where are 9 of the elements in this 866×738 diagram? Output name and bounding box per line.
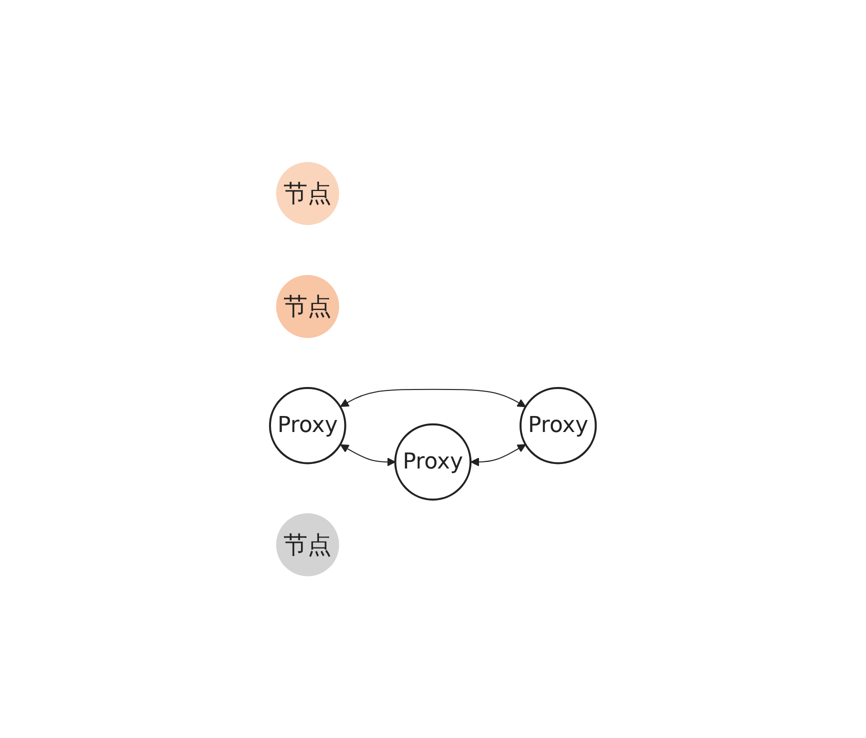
- arrow: [340, 444, 396, 466]
- node-circle: 节点: [276, 274, 340, 338]
- node-circle: Proxy: [394, 423, 472, 500]
- node-circle: Proxy: [269, 386, 346, 464]
- node-circle: 节点: [276, 513, 340, 576]
- arrow: [470, 444, 526, 466]
- node-circle: 节点: [276, 162, 340, 225]
- arrow: [340, 388, 526, 408]
- node-circle: Proxy: [520, 386, 597, 464]
